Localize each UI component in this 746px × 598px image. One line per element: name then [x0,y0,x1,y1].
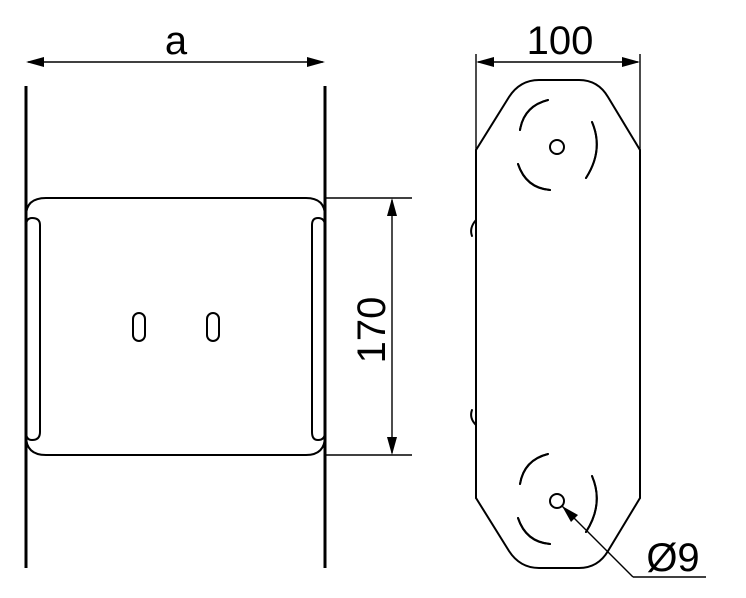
right-bend [311,217,326,441]
edge-detail-top [470,149,477,237]
bottom-hole [549,493,565,509]
bottom-arc-slot-2-inner [585,475,598,533]
dia-label: Ø9 [646,536,699,580]
top-hole [549,139,565,155]
dim-170-arrow-top [387,198,397,216]
top-arc-slot-1 [519,99,549,131]
top-arc-slot-2-inner [585,121,598,179]
edge-detail-bottom [470,409,477,499]
bottom-arc-slot-1-inner [519,453,549,485]
side-view: 100 Ø9 [470,19,706,580]
slot-left [132,312,146,342]
left-bend [25,217,41,441]
bottom-arc-slot-1 [519,453,549,485]
front-view: a 170 [24,19,412,568]
top-arc-slot-3-inner [517,163,551,191]
dim-a-arrow-left [26,57,44,67]
dim-100-arrow-left [476,57,494,67]
dim-a-label: a [165,19,188,63]
dia-leader-arrow [562,506,578,522]
dim-170-arrow-bottom [387,437,397,455]
bracket-plate [25,197,326,456]
dim-100-label: 100 [527,19,594,63]
slot-right [206,312,220,342]
top-arc-slot-1-inner [519,99,549,131]
bottom-arc-slot-3-inner [517,517,551,545]
dim-170-label: 170 [350,297,394,364]
dim-a-arrow-right [307,57,325,67]
dim-100-arrow-right [622,57,640,67]
